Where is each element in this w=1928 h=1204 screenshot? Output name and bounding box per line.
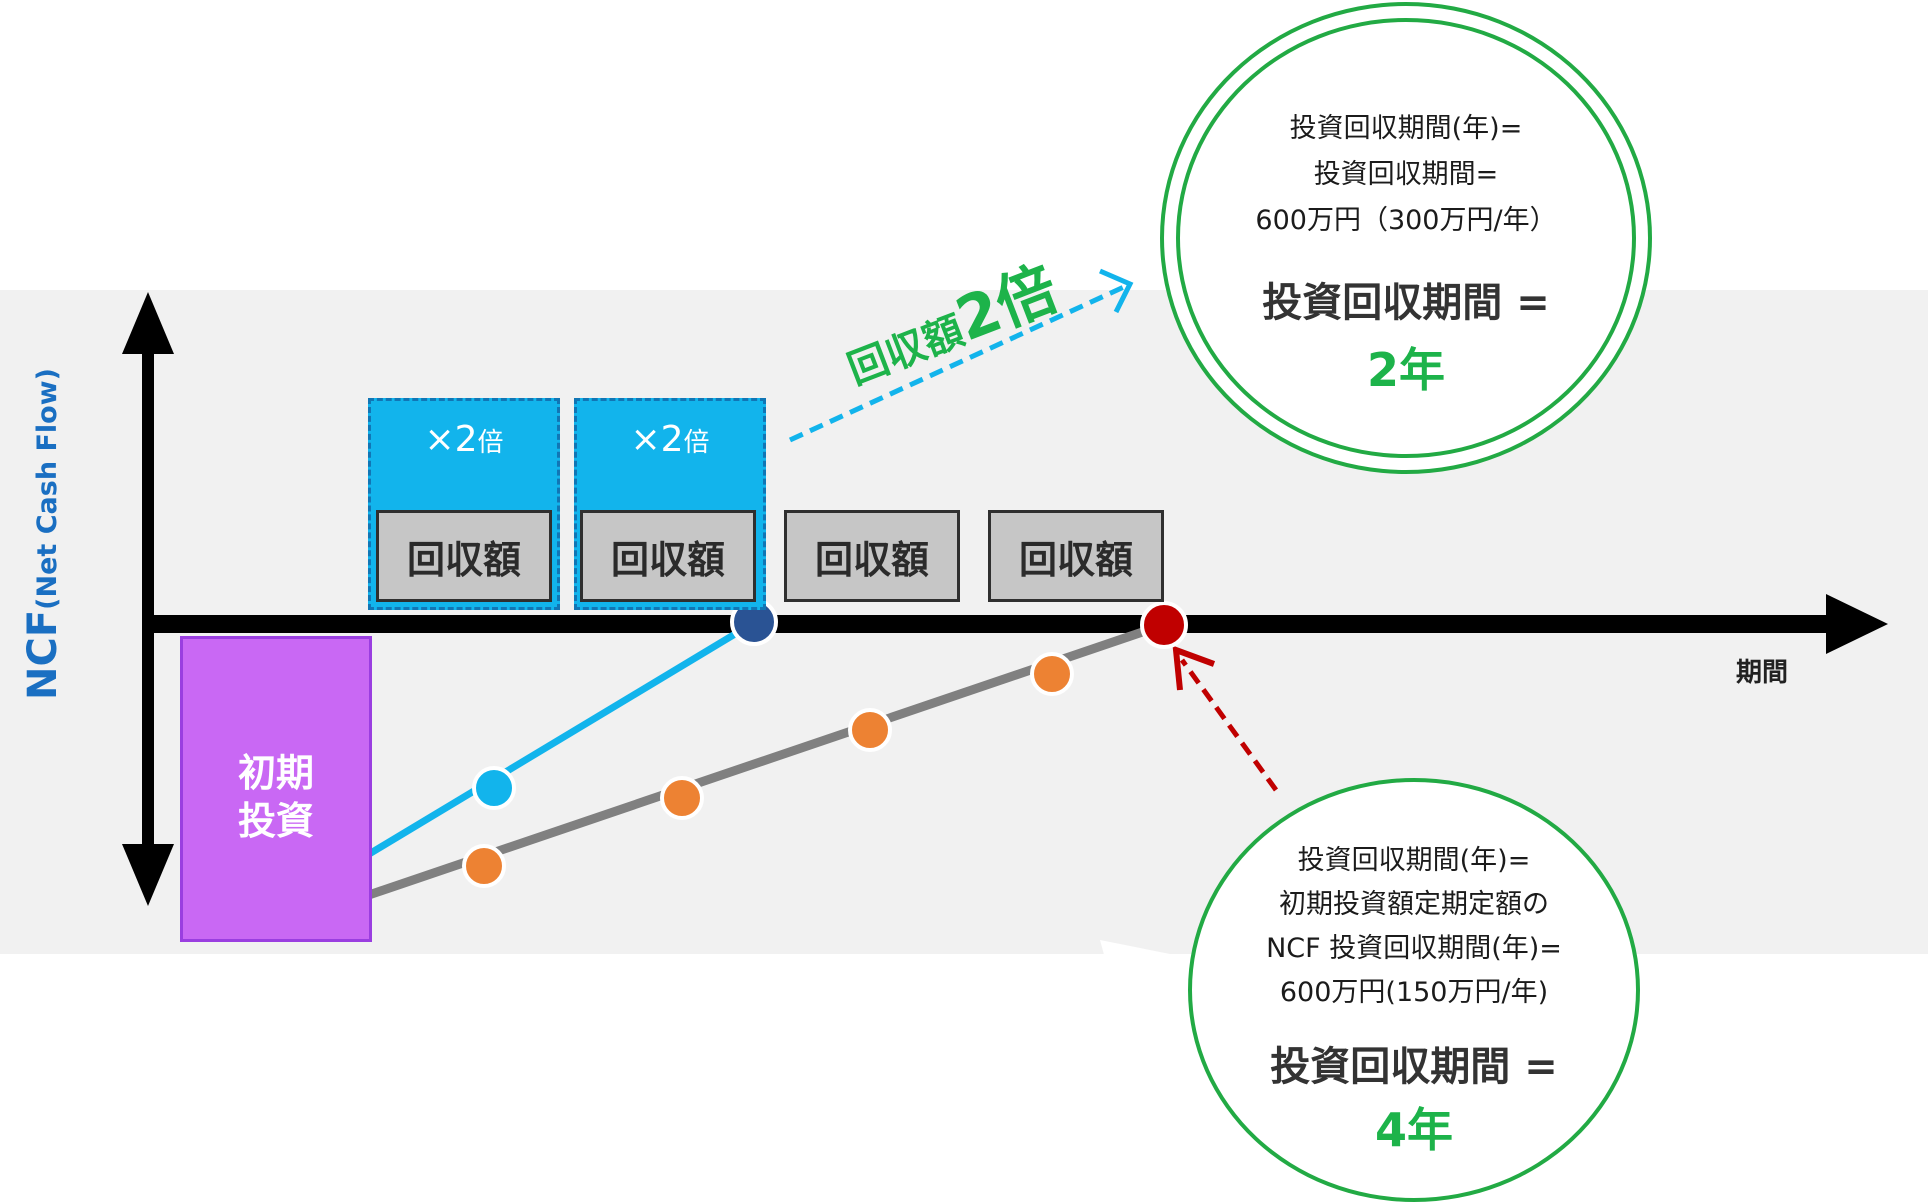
bonus-arrow	[788, 283, 1128, 443]
multiplier-suffix: 倍	[683, 428, 710, 458]
top-circle-line1: 投資回収期間(年)=	[1289, 113, 1523, 144]
bottom-circle-years: 4年	[1374, 1103, 1453, 1157]
top-result-circle: 投資回収期間(年)= 投資回収期間= 600万円（300万円/年） 投資回収期間…	[1160, 2, 1652, 474]
payback-arrow	[1179, 658, 1279, 792]
multiplier-label: ×2倍	[371, 419, 557, 460]
point-blue-mid	[472, 766, 516, 810]
top-circle-years: 2年	[1366, 343, 1445, 397]
recovery-box: 回収額	[376, 510, 552, 602]
top-circle-line2: 投資回収期間=	[1313, 159, 1499, 190]
bottom-circle-line3: NCF 投資回収期間(年)=	[1266, 933, 1562, 964]
bottom-circle-line1: 投資回収期間(年)=	[1297, 845, 1531, 876]
bottom-result-circle: 投資回収期間(年)= 初期投資額定期定額の NCF 投資回収期間(年)= 600…	[1188, 778, 1640, 1202]
top-circle-inner-ring	[1176, 18, 1636, 458]
initial-investment-line1: 初期	[237, 751, 314, 795]
initial-investment-label: 初期 投資	[183, 749, 369, 845]
payback-arrow-head	[1172, 645, 1216, 691]
point-orange-3	[848, 708, 892, 752]
y-axis-label: NCF(Net Cash Flow)	[20, 320, 66, 700]
bottom-circle-line4: 600万円(150万円/年)	[1279, 977, 1549, 1008]
recovery-box: 回収額	[988, 510, 1164, 602]
bonus-arrow-head	[1099, 268, 1134, 314]
top-circle-result: 投資回収期間 =	[1262, 280, 1550, 326]
x-axis-label: 期間	[1736, 658, 1789, 688]
multiplier-text: ×2	[424, 419, 478, 460]
initial-investment-box: 初期 投資	[180, 636, 372, 942]
y-axis-arrow-down	[122, 844, 174, 906]
recovery-box: 回収額	[580, 510, 756, 602]
bottom-circle-line2: 初期投資額定期定額の	[1279, 889, 1549, 920]
y-axis-label-main: NCF	[20, 609, 66, 700]
point-red-payback	[1140, 601, 1188, 649]
multiplier-text: ×2	[630, 419, 684, 460]
multiplier-suffix: 倍	[477, 428, 504, 458]
initial-investment-line2: 投資	[237, 799, 314, 843]
x-axis-arrow	[1826, 594, 1888, 654]
point-orange-1	[462, 844, 506, 888]
standard-recovery-line	[264, 620, 1165, 935]
top-circle-line3: 600万円（300万円/年）	[1255, 205, 1557, 236]
multiplier-label: ×2倍	[577, 419, 763, 460]
recovery-box: 回収額	[784, 510, 960, 602]
bottom-circle-result: 投資回収期間 =	[1270, 1044, 1558, 1090]
callout-tail	[1100, 940, 1200, 984]
point-orange-4	[1030, 652, 1074, 696]
y-axis-label-sub: (Net Cash Flow)	[32, 368, 63, 610]
point-orange-2	[660, 776, 704, 820]
y-axis-arrow-up	[122, 292, 174, 354]
